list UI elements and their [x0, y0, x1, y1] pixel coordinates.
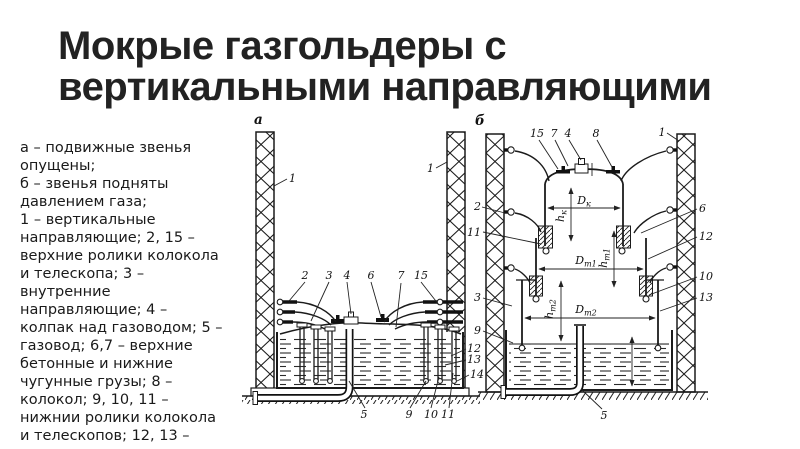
callout-1: 1 [427, 162, 434, 175]
water [509, 344, 669, 388]
callout-12: 12 [467, 342, 481, 355]
callout-2: 2 [473, 200, 481, 213]
leader-lines [481, 132, 698, 410]
callout-4: 4 [343, 269, 351, 282]
telescope-1 [529, 238, 653, 303]
dim-dt2: Dт2 [574, 303, 597, 318]
lattice-tower [485, 133, 505, 393]
bell [538, 158, 631, 255]
callout-14: 14 [470, 368, 484, 381]
callout-5: 5 [361, 408, 368, 421]
dim-dk: Dк [576, 194, 591, 209]
callout-10: 10 [699, 270, 713, 283]
dim-ht1: hт1 [597, 248, 612, 268]
callout-15: 15 [414, 269, 428, 282]
roof-weight [331, 315, 344, 323]
dimension-lines [524, 187, 656, 387]
callout-4: 4 [564, 127, 572, 140]
callout-13: 13 [699, 291, 713, 304]
callout-3: 3 [474, 291, 481, 304]
upper-rollers [276, 298, 463, 326]
figure-caption: а – подвижные звенья опущены; б – звенья… [20, 140, 223, 444]
callout-13: 13 [467, 353, 481, 366]
roof-roller [606, 166, 620, 174]
roof-weight [376, 314, 389, 322]
dim-ht2: hт2 [543, 299, 558, 319]
lattice-tower [255, 131, 275, 393]
callout-7: 7 [551, 127, 558, 140]
leader-lines [273, 161, 470, 409]
water [280, 337, 460, 386]
callout-9: 9 [406, 408, 413, 421]
lattice-tower [676, 133, 696, 393]
callout-12: 12 [699, 230, 713, 243]
dim-hk: hк [554, 210, 569, 222]
callout-10: 10 [424, 408, 438, 421]
roof-roller [556, 166, 570, 174]
callout-11: 11 [467, 226, 481, 239]
callout-5: 5 [601, 409, 608, 422]
callout-2: 2 [301, 269, 309, 282]
ground-hatch [478, 392, 708, 400]
dimension-labels: Dк hк Dт1 hт1 Dт2 hт2 [543, 194, 612, 319]
tower-rollers [504, 146, 677, 272]
diagram-a: а 1 1 2 3 4 6 7 15 12 13 14 5 9 10 11 [242, 112, 484, 421]
callout-9: 9 [474, 324, 481, 337]
gas-outlet-cap [574, 158, 593, 176]
callout-1: 1 [289, 172, 296, 185]
guide-pipes [292, 301, 428, 330]
gas-pipe [500, 324, 586, 399]
telescope-walls [296, 322, 460, 384]
slide-title: Мокрые газгольдеры с вертикальными напра… [58, 24, 712, 109]
ground-hatch [242, 396, 480, 404]
callout-6: 6 [368, 269, 375, 282]
callout-8: 8 [593, 127, 600, 140]
part-a-tag: а [254, 112, 263, 128]
gasholder-figure: а 1 1 2 3 4 6 7 15 12 13 14 5 9 10 11 [242, 112, 713, 422]
gas-pipe [252, 329, 354, 405]
callout-11: 11 [441, 408, 455, 421]
callout-1: 1 [659, 126, 666, 139]
callout-3: 3 [326, 269, 333, 282]
callout-6: 6 [699, 202, 706, 215]
part-b-tag: б [475, 113, 485, 129]
callout-7: 7 [398, 269, 405, 282]
guide-pipes [514, 150, 667, 284]
diagram-b: Dк hк Dт1 hт1 Dт2 hт2 б 15 [467, 113, 713, 422]
dim-dt1: Dт1 [574, 254, 597, 269]
callout-15: 15 [530, 127, 544, 140]
